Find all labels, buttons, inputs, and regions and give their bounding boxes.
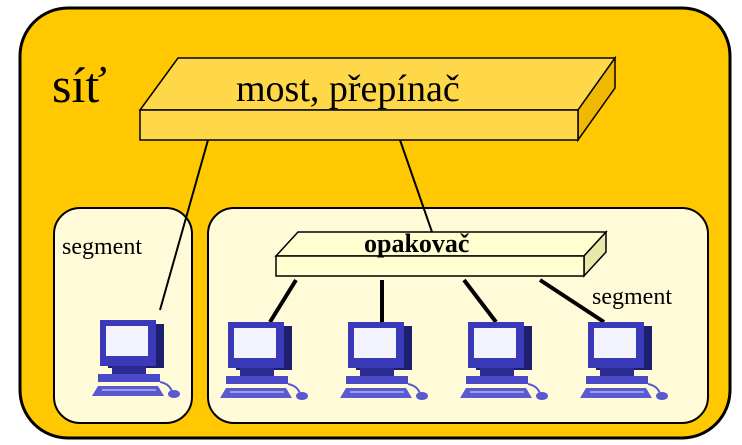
repeater-label: opakovač	[364, 229, 469, 258]
repeater-front-face	[275, 255, 585, 277]
bridge-front-face	[139, 109, 579, 141]
segment-2-label: segment	[592, 284, 672, 310]
cable-repeater-to-computer-2	[268, 278, 298, 324]
segment-1-label: segment	[62, 234, 142, 260]
segment-1-area	[53, 207, 193, 424]
cable-repeater-to-computer-5	[538, 278, 606, 324]
network-label: síť	[52, 57, 107, 113]
bridge-box: most, přepínač	[138, 55, 617, 143]
repeater-box: opakovač	[274, 229, 608, 278]
cable-repeater-to-computer-4	[462, 278, 498, 324]
cable-bridge-to-computer-1	[159, 139, 209, 311]
cable-bridge-to-repeater	[399, 139, 433, 233]
bridge-label: most, přepínač	[236, 68, 460, 110]
